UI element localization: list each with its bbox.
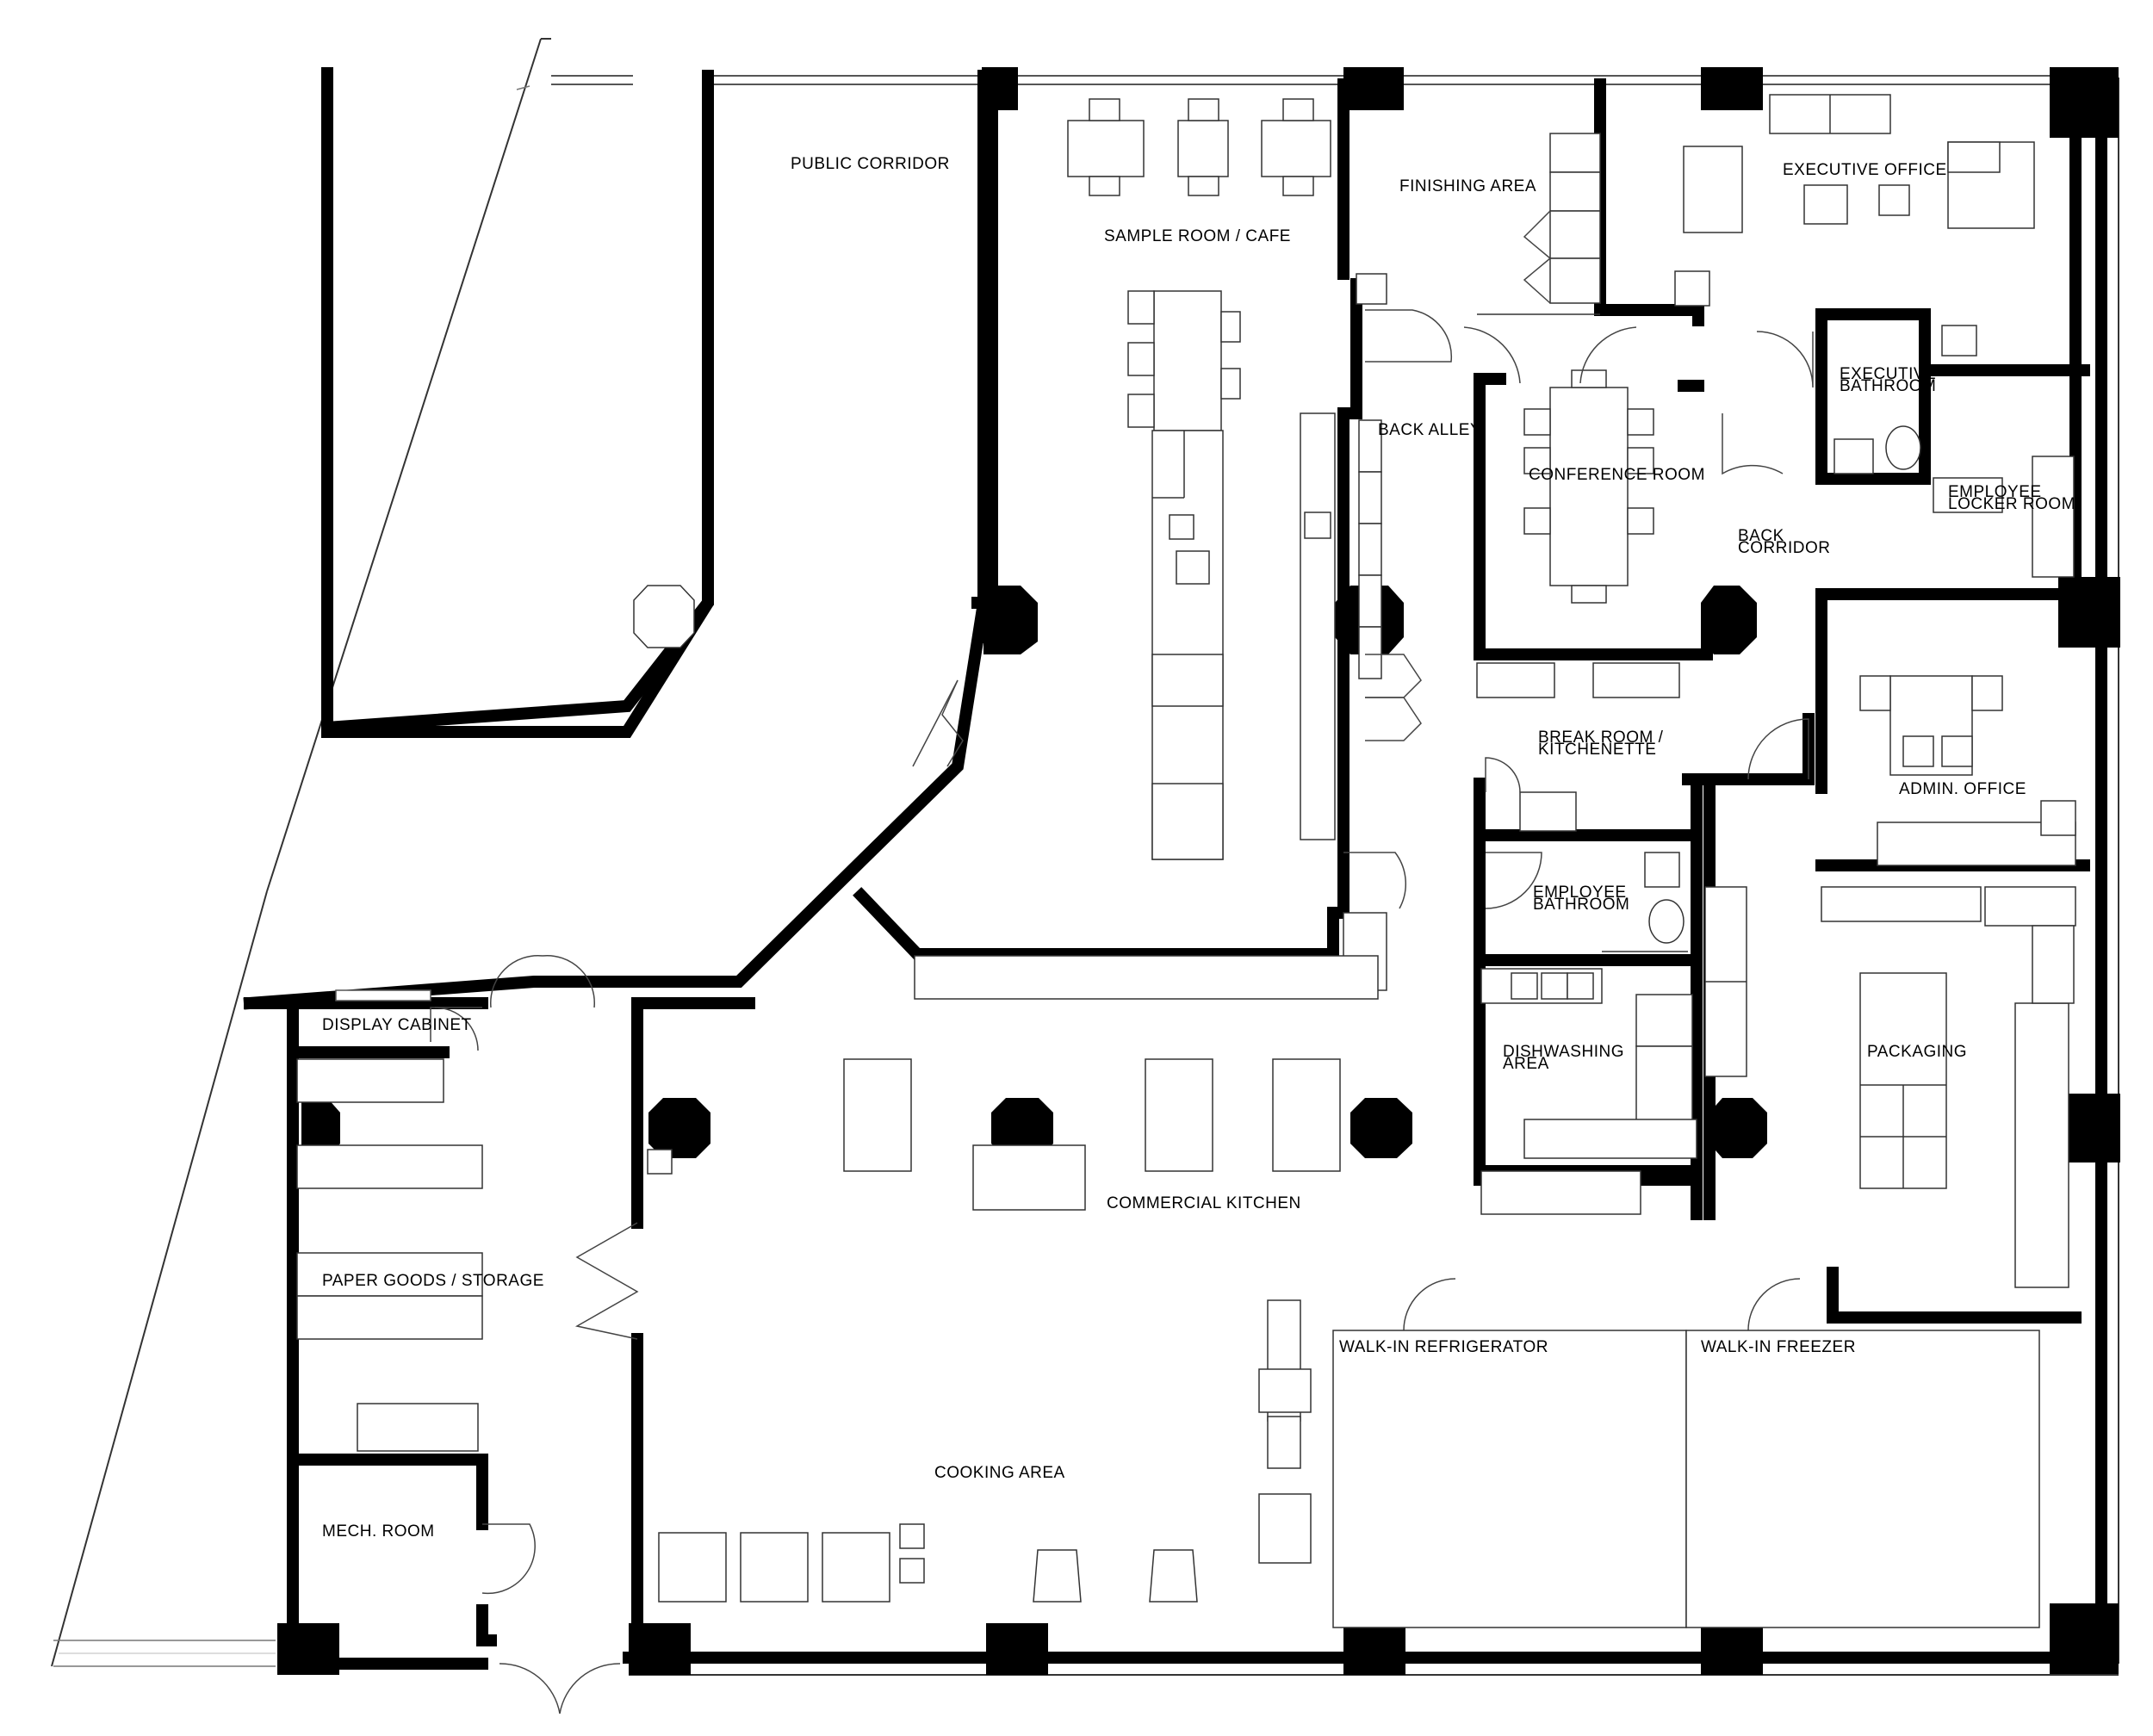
sample-room-walls [853, 70, 1362, 960]
dishwashing-fixtures [1480, 968, 1697, 1215]
label-employee-bathroom-1: EMPLOYEE [1533, 884, 1627, 902]
label-public-corridor: PUBLIC CORRIDOR [791, 155, 950, 173]
label-display-cabinet: DISPLAY CABINET [322, 1016, 472, 1034]
label-conference-room: CONFERENCE ROOM [1529, 466, 1705, 484]
label-mech-room: MECH. ROOM [322, 1522, 435, 1541]
break-room-furniture [1476, 662, 1809, 832]
employee-bathroom-fixtures [1485, 852, 1688, 952]
interior-walls-west [244, 997, 755, 1670]
label-admin-office: ADMIN. OFFICE [1899, 780, 2026, 798]
commercial-kitchen-equipment [647, 955, 2040, 1628]
packaging-furniture [1704, 886, 2076, 1288]
label-sample-room: SAMPLE ROOM / CAFE [1104, 227, 1291, 245]
locker-room-fixtures [1933, 456, 2075, 578]
admin-office-furniture [1859, 675, 2076, 866]
label-finishing-area: FINISHING AREA [1399, 177, 1536, 195]
executive-office-furniture [1674, 94, 2035, 356]
label-back-corridor-1: BACK [1738, 527, 1784, 545]
label-executive-bathroom-1: EXECUTIVE [1840, 365, 1936, 383]
finishing-area-cabinets [1477, 133, 1601, 315]
public-corridor-walls [243, 70, 990, 1010]
label-cooking-area: COOKING AREA [934, 1464, 1065, 1482]
conference-room-furniture [1463, 326, 1654, 604]
property-line [51, 38, 551, 1667]
label-employee-bathroom-2: BATHROOM [1533, 896, 1629, 914]
label-executive-bathroom-2: BATHROOM [1840, 377, 1936, 395]
back-alley-storage [1343, 273, 1453, 991]
label-dishwashing-1: DISHWASHING [1503, 1043, 1624, 1061]
room-labels: PUBLIC CORRIDOR SAMPLE ROOM / CAFE FINIS… [322, 155, 2075, 1541]
label-back-alley: BACK ALLEY [1378, 421, 1481, 439]
label-walk-in-freezer: WALK-IN FREEZER [1701, 1338, 1856, 1356]
label-break-room-1: BREAK ROOM / [1538, 728, 1664, 747]
executive-bathroom-fixtures [1722, 331, 1921, 475]
label-packaging: PACKAGING [1867, 1043, 1967, 1061]
label-employee-locker-2: LOCKER ROOM [1948, 495, 2075, 513]
label-employee-locker-1: EMPLOYEE [1948, 483, 2042, 501]
label-executive-office: EXECUTIVE OFFICE [1783, 161, 1947, 179]
label-commercial-kitchen: COMMERCIAL KITCHEN [1107, 1194, 1301, 1212]
cafe-furniture [1067, 98, 1336, 860]
label-dishwashing-2: AREA [1503, 1055, 1549, 1073]
storage-shelving [296, 955, 639, 1714]
label-break-room-2: KITCHENETTE [1538, 741, 1656, 759]
label-back-corridor-2: CORRIDOR [1738, 539, 1830, 557]
label-walk-in-refrigerator: WALK-IN REFRIGERATOR [1339, 1338, 1548, 1356]
structural-columns [277, 67, 2120, 1675]
label-paper-goods: PAPER GOODS / STORAGE [322, 1272, 544, 1290]
